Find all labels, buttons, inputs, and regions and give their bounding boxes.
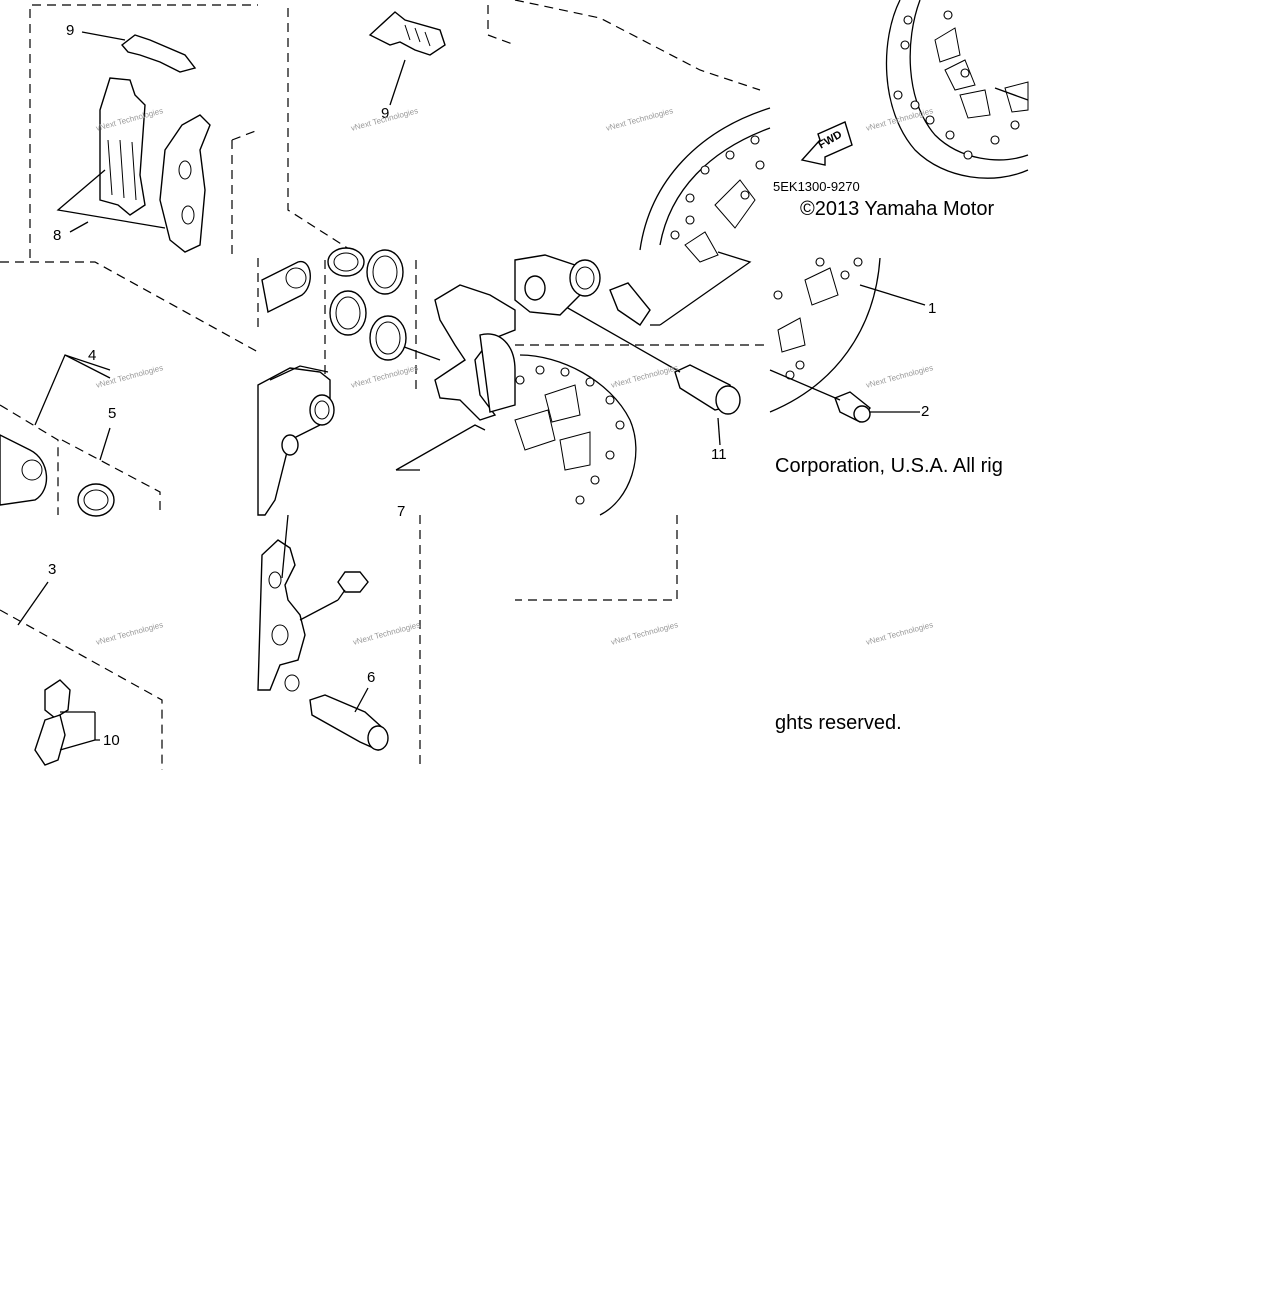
callout-7: 7 bbox=[397, 503, 406, 520]
model-code: 5EK1300-9270 bbox=[773, 179, 860, 194]
callout-9: 9 bbox=[381, 105, 390, 122]
callout-8: 8 bbox=[53, 227, 62, 244]
pad-spring-left bbox=[81, 31, 197, 73]
callout-1: 1 bbox=[928, 300, 937, 317]
callout-10: 10 bbox=[103, 732, 120, 749]
pad-spring-top bbox=[368, 11, 446, 106]
copyright-line-1: ©2013 Yamaha Motor bbox=[800, 198, 995, 220]
callout-4: 4 bbox=[88, 347, 97, 364]
callout-9: 9 bbox=[66, 22, 75, 39]
copyright-line-2: Corporation, U.S.A. All rig bbox=[775, 455, 1003, 477]
caliper-body bbox=[257, 365, 335, 516]
pistons-and-seals bbox=[0, 247, 407, 517]
callout-11: 11 bbox=[711, 446, 727, 463]
brake-disc-main bbox=[514, 107, 926, 516]
group-boundaries bbox=[0, 0, 770, 770]
caliper-lower bbox=[257, 514, 389, 751]
brake-pads bbox=[56, 77, 211, 253]
bleed-screws bbox=[17, 581, 100, 766]
brake-disc-upper bbox=[885, 0, 1029, 179]
fwd-arrow-icon bbox=[800, 121, 853, 166]
callout-6: 6 bbox=[367, 669, 376, 686]
callout-3: 3 bbox=[48, 561, 57, 578]
callout-2: 2 bbox=[921, 403, 930, 420]
callout-5: 5 bbox=[108, 405, 117, 422]
copyright-line-3: ghts reserved. bbox=[775, 712, 902, 734]
caliper-bracket bbox=[384, 251, 752, 471]
disc-bolt bbox=[769, 369, 920, 423]
